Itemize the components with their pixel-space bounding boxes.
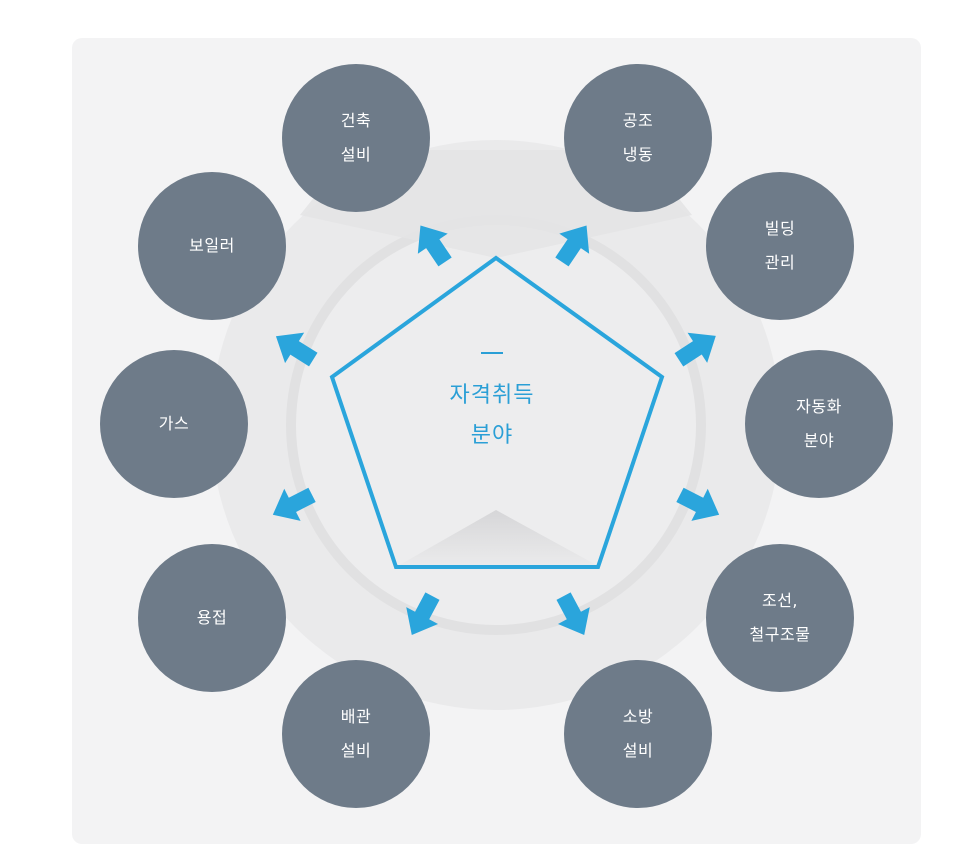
node-fire-line-1: 소방 [622,707,654,726]
center-line-1: 자격취득 [449,383,535,408]
node-shipbuilding-line-2: 철구조물 [749,625,811,644]
node-boiler: 보일러 [138,172,286,320]
center-line-2: 분야 [470,423,514,448]
node-shipbuilding: 조선, 철구조물 [706,544,854,692]
node-automation-line-2: 분야 [803,431,835,450]
node-hvac-line-2: 냉동 [622,145,654,164]
arrow-boiler [275,332,318,367]
arrow-hvac [555,225,590,267]
node-gas-line-1: 가스 [158,414,190,433]
node-architecture-line-2: 설비 [340,145,372,164]
arrow-building [674,332,716,367]
node-shipbuilding-line-1: 조선, [761,591,798,610]
center-title: 자격취득 분야 [382,352,602,456]
node-building-line-1: 빌딩 [764,219,796,238]
node-gas: 가스 [100,350,248,498]
inner-ring [296,225,696,625]
node-hvac-line-1: 공조 [622,111,654,130]
arrow-automation [676,487,720,521]
node-welding: 용접 [138,544,286,692]
arrow-shipbuilding [556,592,590,635]
node-fire-line-2: 설비 [622,741,654,760]
arrow-architecture [417,225,452,267]
node-piping-line-1: 배관 [340,707,372,726]
node-automation-line-1: 자동화 [796,397,842,416]
arrow-gas [272,487,316,521]
center-dash [481,352,503,354]
node-architecture-line-1: 건축 [340,111,372,130]
node-piping-line-2: 설비 [340,741,372,760]
node-boiler-line-1: 보일러 [189,236,235,255]
bottom-shade [396,510,600,567]
arrow-welding [406,592,440,635]
node-welding-line-1: 용접 [196,608,228,627]
node-building-line-2: 관리 [764,253,796,272]
center-pentagon [329,255,665,569]
